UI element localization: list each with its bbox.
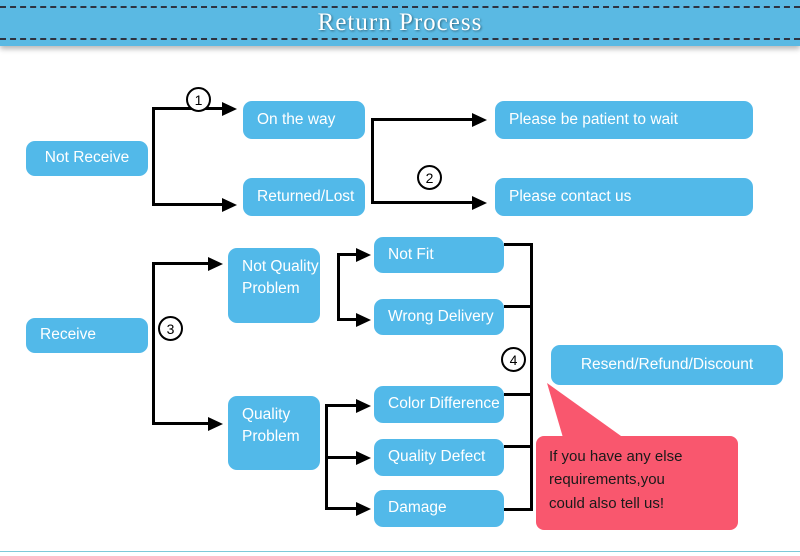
connector-to-wrong-delivery <box>337 318 359 321</box>
node-not-fit[interactable]: Not Fit <box>374 237 504 273</box>
arrowhead-to-damage <box>356 502 371 516</box>
node-resend-refund-discount[interactable]: Resend/Refund/Discount <box>551 345 783 385</box>
connector-not-receive-to-returned-lost <box>152 203 225 206</box>
arrowhead-to-not-fit <box>356 248 371 262</box>
arrowhead-to-wrong-delivery <box>356 313 371 327</box>
step-number-2: 2 <box>417 165 442 190</box>
connector-damage-to-spine <box>504 508 533 511</box>
node-receive[interactable]: Receive <box>26 318 148 353</box>
connector-receive-to-not-quality-problem <box>152 262 211 265</box>
connector-not-fit-to-spine <box>504 243 533 246</box>
node-please-contact-us[interactable]: Please contact us <box>495 178 753 216</box>
connector-to-quality-defect <box>325 456 359 459</box>
arrowhead-to-color-difference <box>356 399 371 413</box>
arrowhead-to-please-contact <box>472 196 487 210</box>
node-damage[interactable]: Damage <box>374 490 504 527</box>
arrowhead-to-quality-defect <box>356 451 371 465</box>
connector-to-color-difference <box>325 404 359 407</box>
connector-outcome-spine <box>530 243 533 511</box>
arrowhead-to-please-wait <box>472 113 487 127</box>
node-color-difference[interactable]: Color Difference <box>374 386 504 423</box>
node-please-be-patient-to-wait[interactable]: Please be patient to wait <box>495 101 753 139</box>
step-number-4: 4 <box>501 347 526 372</box>
node-quality-problem[interactable]: Quality Problem <box>228 396 320 470</box>
connector-to-please-wait <box>371 118 476 121</box>
header-banner: Return Process <box>0 0 800 46</box>
step-number-1: 1 <box>186 87 211 112</box>
connector-stage2-spine <box>371 118 374 204</box>
connector-wrong-delivery-to-spine <box>504 305 533 308</box>
callout-line-2: requirements,you <box>549 471 665 489</box>
header-dashed-line-top <box>0 6 800 8</box>
connector-not-receive-spine <box>152 107 155 206</box>
connector-to-please-contact <box>371 201 476 204</box>
node-on-the-way[interactable]: On the way <box>243 101 365 139</box>
callout-tail-icon <box>547 383 628 441</box>
arrowhead-to-returned-lost <box>222 198 237 212</box>
connector-quality-defect-to-spine <box>504 445 533 448</box>
connector-color-difference-to-spine <box>504 393 533 396</box>
connector-to-not-fit <box>337 253 359 256</box>
connector-receive-spine <box>152 262 155 425</box>
node-not-receive[interactable]: Not Receive <box>26 141 148 176</box>
step-number-3: 3 <box>158 316 183 341</box>
node-wrong-delivery[interactable]: Wrong Delivery <box>374 299 504 335</box>
connector-nqp-spine <box>337 253 340 321</box>
header-dashed-line-bottom <box>0 38 800 40</box>
connector-receive-to-quality-problem <box>152 422 211 425</box>
callout-line-1: If you have any else <box>549 448 683 465</box>
arrowhead-to-on-the-way <box>222 102 237 116</box>
callout-bubble: If you have any else requirements,you co… <box>536 436 738 530</box>
connector-not-receive-to-on-the-way <box>152 107 225 110</box>
page-title: Return Process <box>317 9 483 36</box>
callout-line-3: could also tell us! <box>549 494 665 512</box>
arrowhead-to-not-quality-problem <box>208 257 223 271</box>
node-returned-lost[interactable]: Returned/Lost <box>243 178 365 216</box>
arrowhead-to-quality-problem <box>208 417 223 431</box>
connector-to-damage <box>325 507 359 510</box>
bottom-divider <box>0 551 800 552</box>
node-quality-defect[interactable]: Quality Defect <box>374 439 504 476</box>
node-not-quality-problem[interactable]: Not Quality Problem <box>228 248 320 323</box>
